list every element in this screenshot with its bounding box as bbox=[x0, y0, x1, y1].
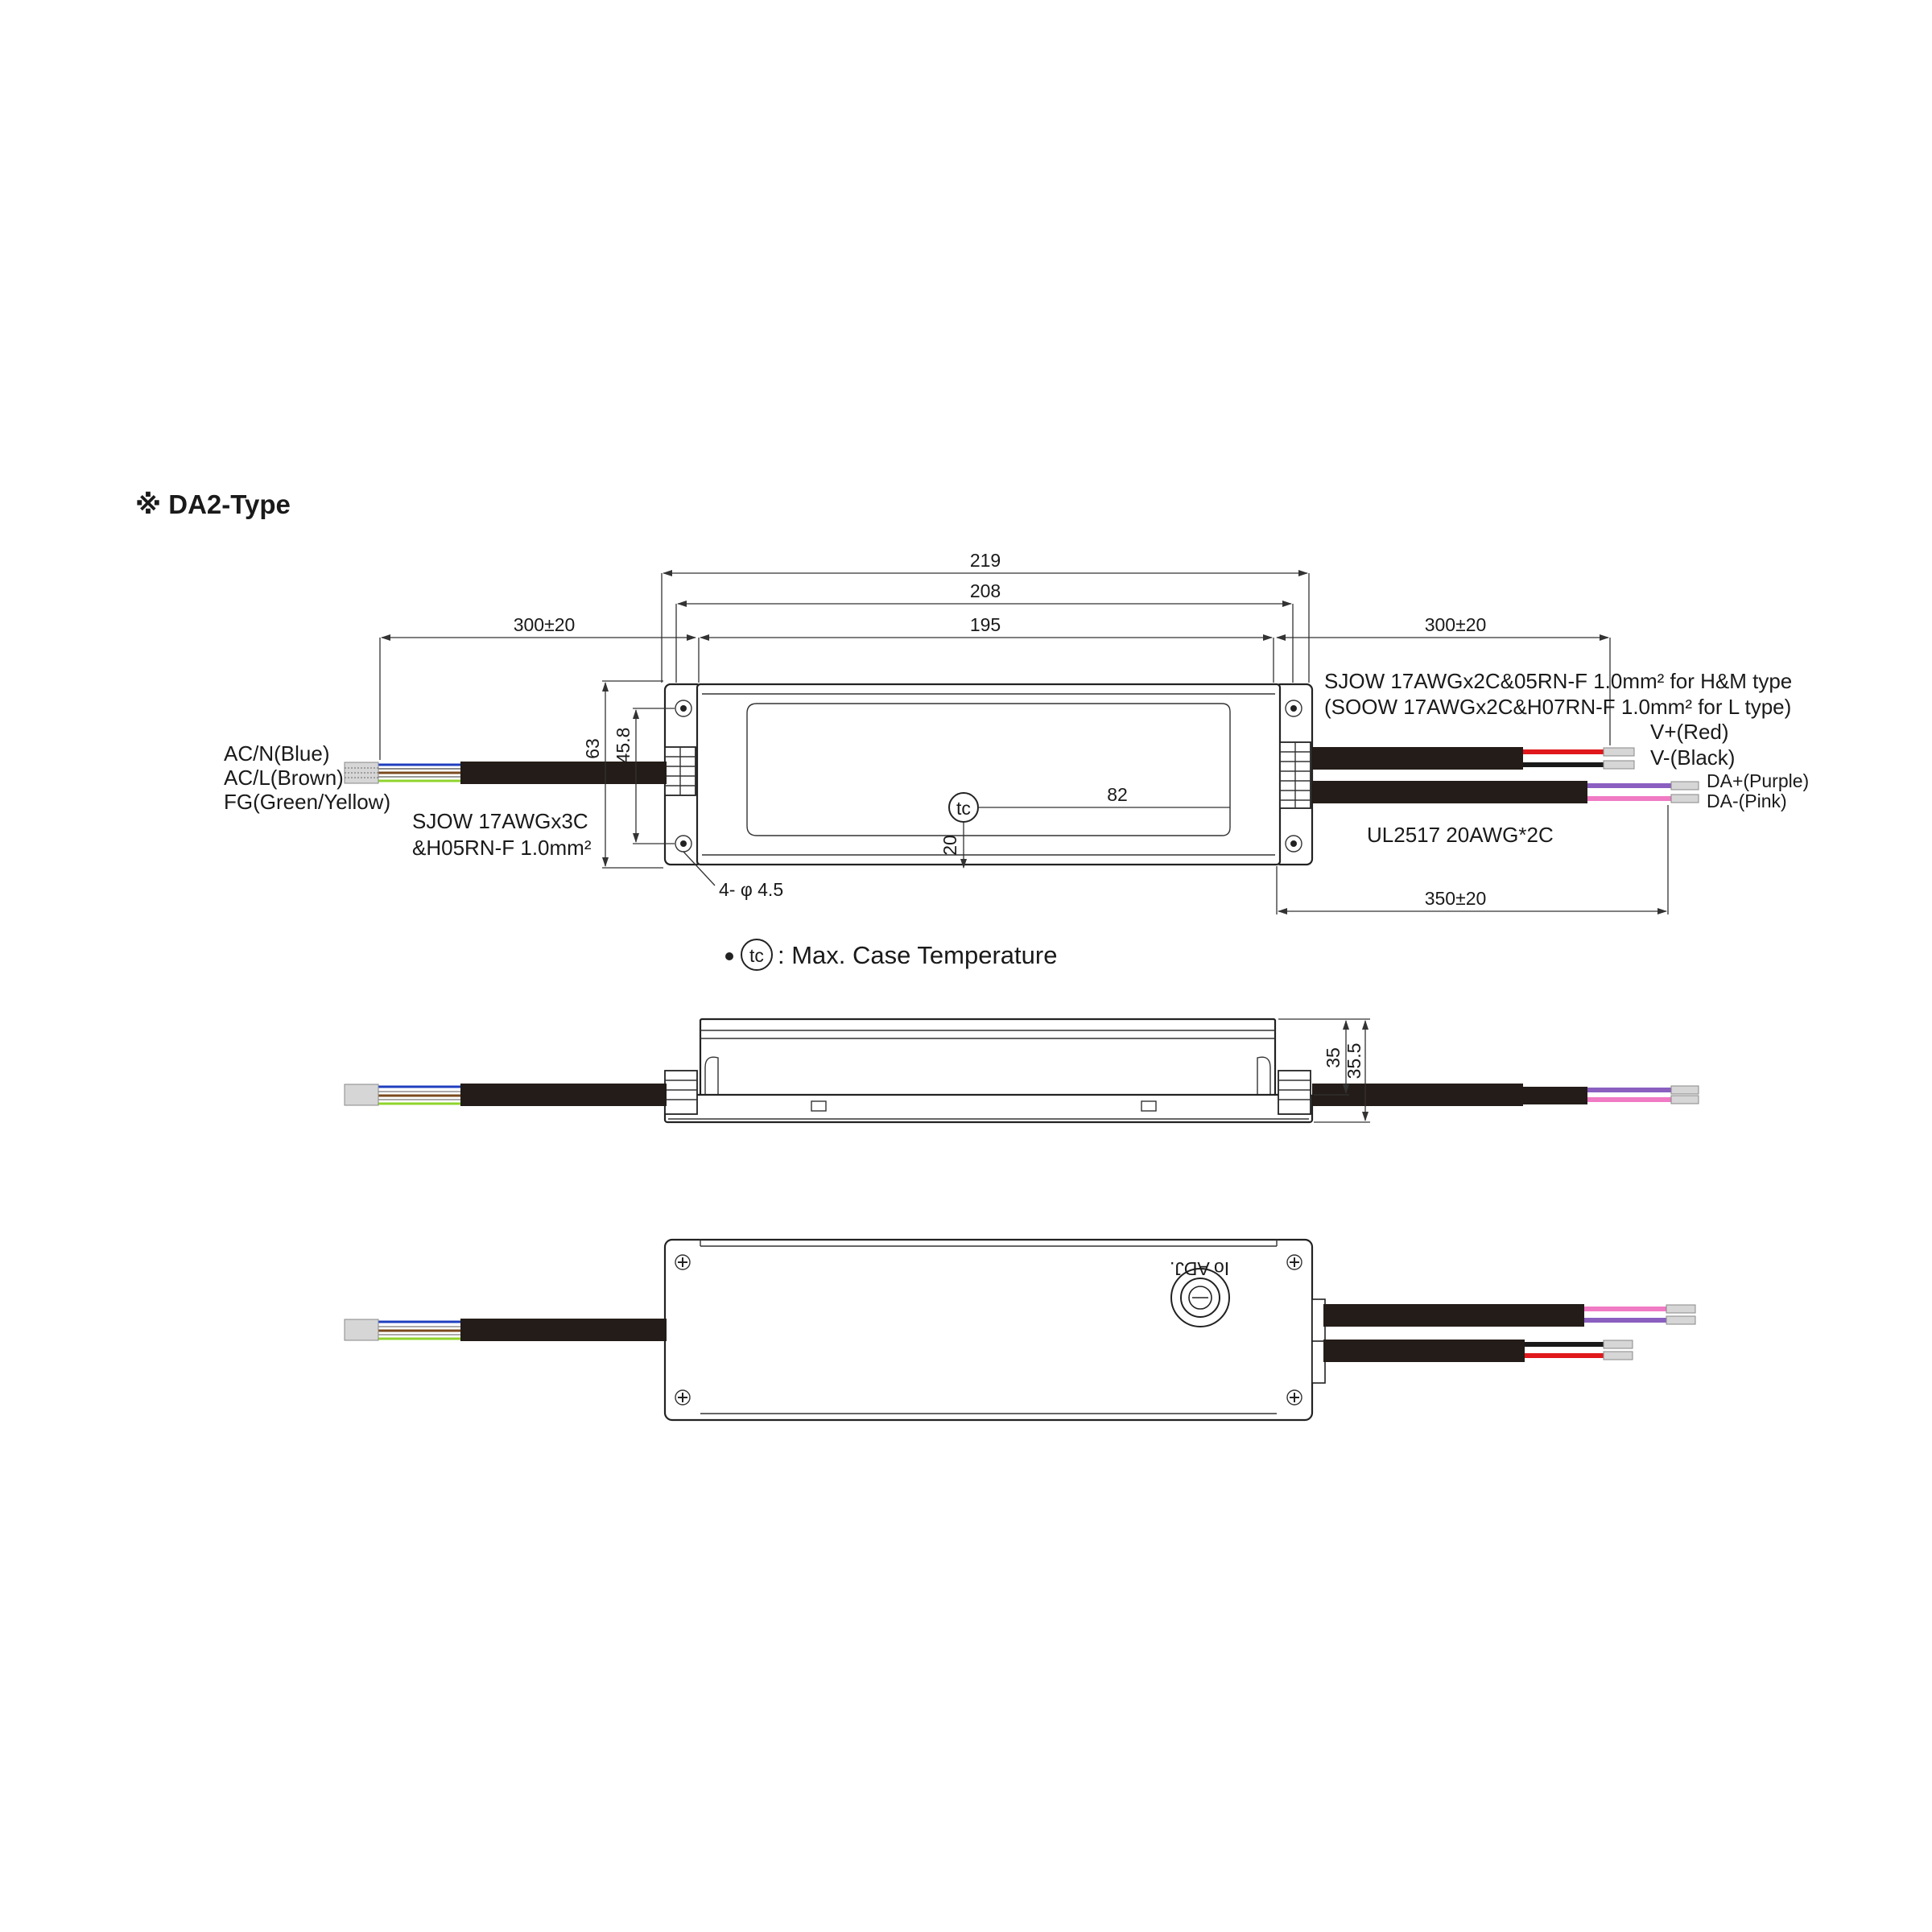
case-body bbox=[696, 683, 1282, 866]
mount-hole-icon bbox=[675, 700, 692, 717]
input-cable-length: 300±20 bbox=[514, 614, 576, 635]
input-cable-gland bbox=[664, 746, 696, 796]
tc-x-dimension: 82 bbox=[1107, 784, 1128, 805]
dimension-208: 208 bbox=[970, 580, 1001, 601]
output-cable-length: 300±20 bbox=[1425, 614, 1487, 635]
mount-hole-icon bbox=[1285, 700, 1302, 717]
label-recess bbox=[746, 703, 1231, 836]
output-wires bbox=[1523, 747, 1635, 770]
mount-hole-icon bbox=[1285, 835, 1302, 852]
input-wires bbox=[344, 762, 460, 784]
dimension-35: 35 bbox=[1323, 1047, 1344, 1068]
svg-text:tc: tc bbox=[956, 798, 971, 819]
screw-icon bbox=[1286, 1254, 1302, 1270]
tc-point-icon: tc bbox=[948, 792, 979, 823]
output-cable-spec-line2: (SOOW 17AWGx2C&H07RN-F 1.0mm² for L type… bbox=[1324, 695, 1791, 719]
diagram-title: ※ DA2-Type bbox=[135, 489, 291, 519]
input-wire-label-fg: FG(Green/Yellow) bbox=[224, 790, 390, 814]
dimension-35-5: 35.5 bbox=[1344, 1043, 1364, 1080]
screw-icon bbox=[675, 1389, 691, 1406]
input-cable-spec-line1: SJOW 17AWGx3C bbox=[412, 809, 588, 833]
dimension-195: 195 bbox=[970, 614, 1001, 635]
mount-hole-callout: 4- φ 4.5 bbox=[719, 879, 783, 900]
dimming-cable-length: 350±20 bbox=[1425, 888, 1487, 909]
output-wire-label-vplus: V+(Red) bbox=[1650, 720, 1729, 744]
dimming-wire-label-plus: DA+(Purple) bbox=[1707, 770, 1809, 791]
top-view: tc 82 20 219 208 195 300±20 300±20 350±2… bbox=[224, 550, 1809, 914]
tc-symbol-icon: tc bbox=[741, 939, 773, 971]
tc-legend: tc : Max. Case Temperature bbox=[725, 939, 1057, 971]
adjust-label: Io ADJ. bbox=[1170, 1258, 1229, 1279]
bottom-view: Io ADJ. bbox=[344, 1238, 1696, 1422]
output-cable-jacket bbox=[1312, 747, 1523, 770]
dimension-219: 219 bbox=[970, 550, 1001, 571]
dimming-wire-label-minus: DA-(Pink) bbox=[1707, 791, 1787, 811]
dimming-cable-spec: UL2517 20AWG*2C bbox=[1367, 823, 1554, 847]
input-wire-label-n: AC/N(Blue) bbox=[224, 741, 329, 766]
dimming-cable-jacket bbox=[1312, 781, 1587, 803]
input-cable-spec-line2: &H05RN-F 1.0mm² bbox=[412, 836, 592, 860]
output-cable-gland bbox=[1279, 741, 1311, 809]
tc-legend-text: : Max. Case Temperature bbox=[778, 941, 1057, 969]
input-cable-jacket bbox=[460, 762, 667, 784]
svg-text:tc: tc bbox=[749, 945, 764, 966]
output-wire-label-vminus: V-(Black) bbox=[1650, 745, 1735, 770]
adjust-knob-icon bbox=[1170, 1268, 1230, 1327]
output-cable-spec-line1: SJOW 17AWGx2C&05RN-F 1.0mm² for H&M type bbox=[1324, 669, 1792, 693]
side-base-plate bbox=[663, 1093, 1314, 1124]
dimension-63: 63 bbox=[582, 738, 603, 759]
dimming-wires bbox=[1587, 781, 1699, 803]
side-view: 35 35.5 bbox=[344, 1018, 1699, 1124]
tc-y-dimension: 20 bbox=[939, 835, 960, 856]
screw-icon bbox=[1286, 1389, 1302, 1406]
dimension-45-8: 45.8 bbox=[613, 728, 634, 764]
input-wire-label-l: AC/L(Brown) bbox=[224, 766, 344, 790]
screw-icon bbox=[675, 1254, 691, 1270]
